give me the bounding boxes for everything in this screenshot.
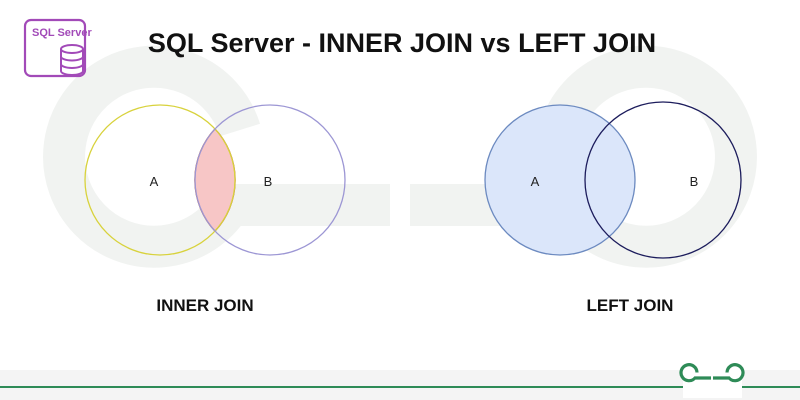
inner-join-circle-a	[84, 104, 236, 256]
left-join-set-a-label: A	[531, 174, 540, 189]
inner-join-circle-b	[194, 104, 346, 256]
page-title: SQL Server - INNER JOIN vs LEFT JOIN	[148, 28, 656, 58]
logo-text: SQL Server	[32, 27, 92, 39]
inner-join-set-b-label: B	[264, 174, 273, 189]
left-join-circle-b	[584, 101, 742, 259]
watermark-logo	[43, 45, 757, 268]
left-join-circle-a	[484, 104, 636, 256]
footer-band	[0, 370, 800, 400]
footer	[0, 363, 800, 400]
gfg-logo-icon	[679, 363, 745, 383]
left-join-label: LEFT JOIN	[587, 296, 674, 315]
database-icon	[60, 44, 84, 76]
inner-join-label: INNER JOIN	[156, 296, 253, 315]
left-join-diagram: A B LEFT JOIN	[484, 101, 742, 315]
sql-server-logo: SQL Server	[23, 18, 92, 78]
inner-join-set-a-label: A	[150, 174, 159, 189]
left-join-set-b-label: B	[690, 174, 699, 189]
